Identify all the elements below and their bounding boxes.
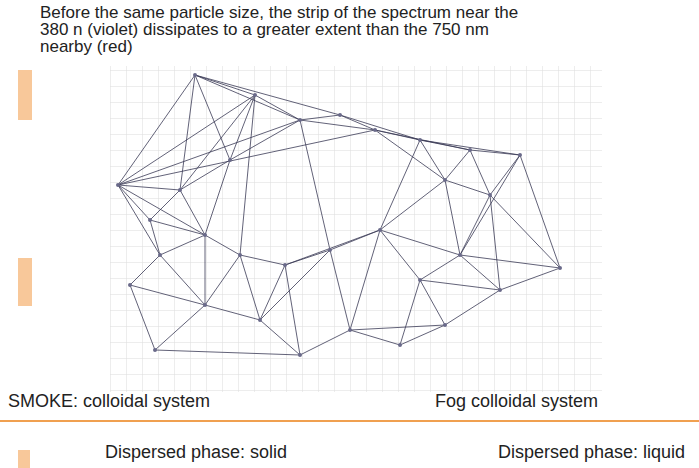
grid-background xyxy=(110,66,602,392)
divider-line xyxy=(0,420,699,422)
network-dots xyxy=(118,75,560,355)
property-text: Dispersed phase: solid xyxy=(105,441,287,463)
property-text: Dispersed phase: liquid xyxy=(498,441,685,463)
bullet-square xyxy=(18,450,30,468)
side-bar xyxy=(18,70,32,120)
section-heading: Fog colloidal system xyxy=(435,390,598,412)
section-heading: SMOKE: colloidal system xyxy=(8,390,210,412)
network-lines xyxy=(118,75,560,355)
side-bar xyxy=(18,258,32,306)
heading-text: Before the same particle size, the strip… xyxy=(40,4,540,55)
